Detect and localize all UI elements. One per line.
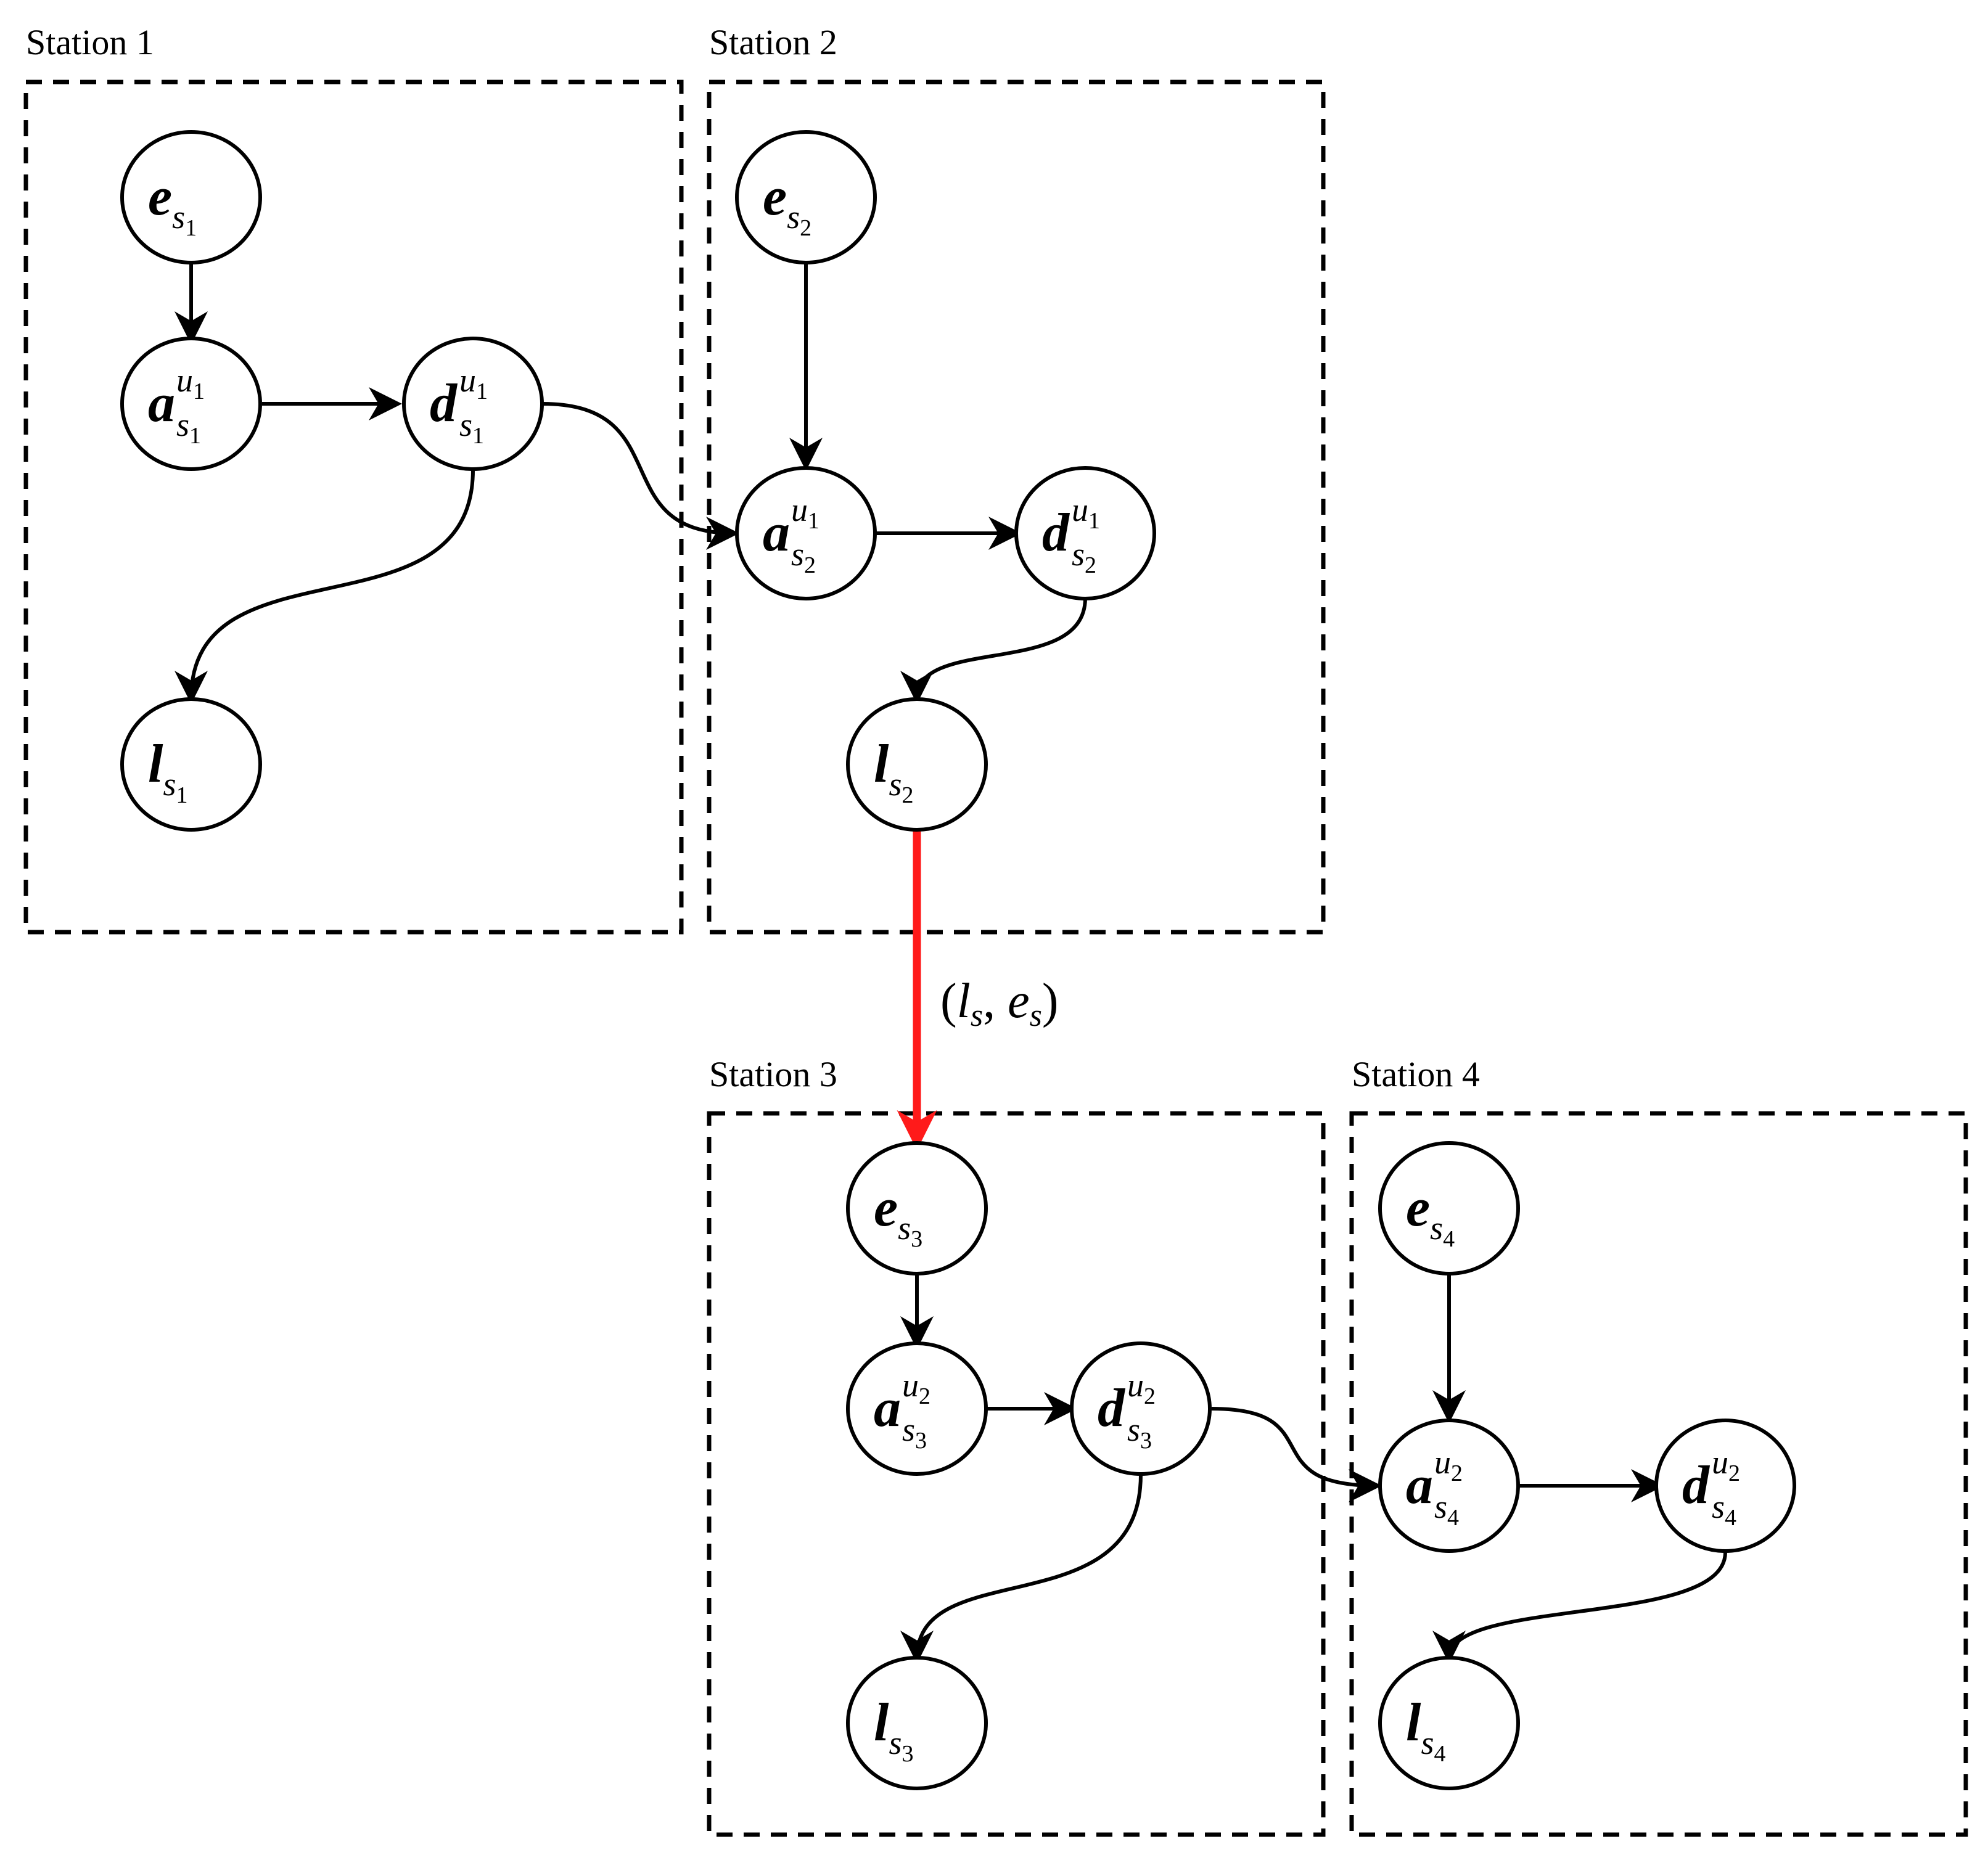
edge-d-s1-to-a-s2 [542, 402, 739, 550]
node-l-s1: ls1 [120, 697, 262, 832]
station-4-title: Station 4 [1352, 1054, 1480, 1094]
node-circle [735, 130, 877, 264]
station-3: Station 3 [707, 1054, 1326, 1837]
node-circle [846, 1656, 988, 1790]
node-circle [120, 337, 262, 471]
node-label: ls1 [148, 734, 187, 808]
station-1: Station 1 [23, 22, 684, 935]
node-circle [846, 1341, 988, 1476]
node-e-s4: es4 [1378, 1141, 1520, 1276]
edge-d-s3-to-a-s4 [1211, 1407, 1382, 1502]
node-circle [1378, 1419, 1520, 1553]
node-circle [1014, 466, 1156, 600]
station-1-title: Station 1 [26, 22, 154, 62]
node-label: ls3 [874, 1693, 913, 1767]
node-label: es4 [1406, 1178, 1455, 1252]
node-e-s2: es2 [735, 130, 877, 264]
node-circle [735, 466, 877, 600]
node-circle [1070, 1341, 1212, 1476]
station-2-box [707, 80, 1326, 935]
node-circle [1378, 1141, 1520, 1276]
transfer-edge-label: (ls, es) [940, 974, 1059, 1033]
node-circle [846, 1141, 988, 1276]
station-2-title: Station 2 [709, 22, 837, 62]
node-circle [402, 337, 544, 471]
node-l-s2: ls2 [846, 697, 988, 832]
node-label: ls4 [1406, 1693, 1445, 1767]
node-label: es3 [874, 1178, 922, 1252]
station-2: Station 2 [707, 22, 1326, 935]
edge-d-s3-to-l-s3 [900, 1474, 1143, 1664]
node-circle [1654, 1419, 1796, 1553]
station-3-title: Station 3 [709, 1054, 837, 1094]
node-label: ls2 [874, 734, 913, 808]
station-1-box [23, 80, 684, 935]
node-l-s3: ls3 [846, 1656, 988, 1790]
node-label: es1 [148, 167, 197, 241]
node-circle [120, 130, 262, 264]
node-l-s4: ls4 [1378, 1656, 1520, 1790]
node-label: es2 [763, 167, 811, 241]
node-circle [846, 697, 988, 832]
node-e-s1: es1 [120, 130, 262, 264]
node-circle [120, 697, 262, 832]
station-3-box [707, 1111, 1326, 1837]
node-e-s3: es3 [846, 1141, 988, 1276]
node-circle [1378, 1656, 1520, 1790]
edge-d-s1-to-l-s1 [175, 469, 475, 704]
edge-d-s2-to-l-s2 [900, 597, 1087, 704]
edge-d-s4-to-l-s4 [1432, 1552, 1727, 1664]
